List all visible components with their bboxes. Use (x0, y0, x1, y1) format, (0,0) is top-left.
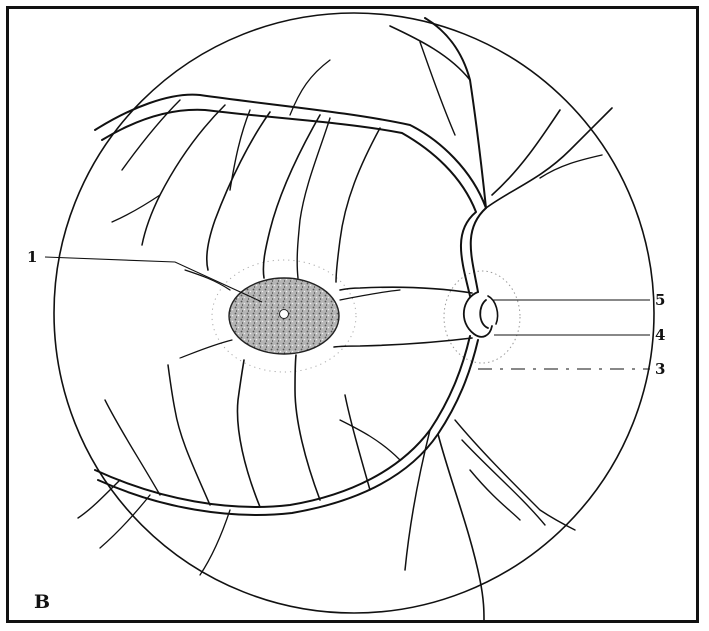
optic-disc-halo (444, 271, 520, 363)
leader-lines (45, 257, 650, 369)
fovea (280, 310, 289, 319)
panel-letter: B (34, 593, 50, 612)
callout-label-4: 4 (655, 328, 665, 343)
callout-label-3: 3 (655, 362, 665, 377)
callout-label-1: 1 (27, 250, 37, 265)
fundus-boundary (54, 13, 654, 613)
leader-line-1 (45, 257, 262, 302)
callout-label-5: 5 (655, 293, 665, 308)
retinal-vessels (78, 18, 612, 620)
